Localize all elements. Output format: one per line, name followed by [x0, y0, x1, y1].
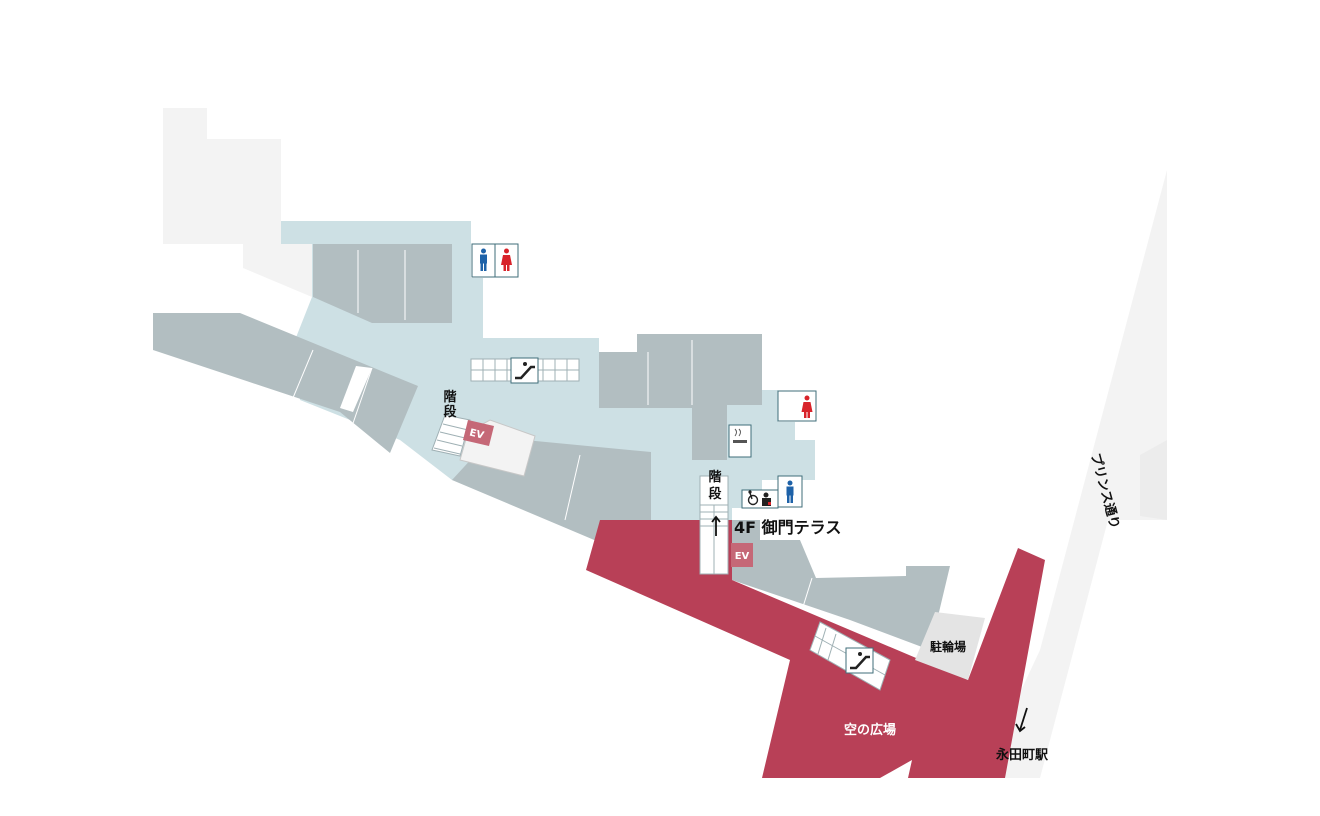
- outside-building-area: [163, 108, 312, 297]
- stairs-left-label: 段: [443, 404, 456, 420]
- parking-area: [915, 612, 985, 680]
- prince-street-road: [980, 170, 1167, 778]
- female-restroom-icon[interactable]: [777, 390, 817, 422]
- stairs-center-label: 階: [708, 469, 721, 485]
- stairs-left-graphic: [431, 414, 471, 457]
- male-restroom-icon: [786, 480, 794, 503]
- shop-block: [599, 334, 762, 408]
- smoking-area-icon[interactable]: [728, 424, 752, 458]
- shop-block: [692, 405, 727, 460]
- shop-block: [153, 313, 418, 453]
- accessible-restroom-group[interactable]: [741, 475, 803, 509]
- stairs-center-label: 段: [708, 486, 721, 502]
- void-area: [340, 366, 372, 412]
- stairs-center-graphic: [699, 475, 729, 575]
- escalator-icon: [510, 357, 539, 384]
- direction-arrow-icon: [1015, 707, 1028, 733]
- elevator-center[interactable]: EV: [731, 543, 753, 567]
- male-restroom-icon: [480, 248, 487, 271]
- bicycle-parking-label: 駐輪場: [930, 639, 966, 654]
- accessible-restroom-icon: [747, 492, 759, 506]
- shop-block: [732, 520, 950, 650]
- shop-block: [313, 244, 452, 323]
- floor-name-label: 4F 御門テラス: [734, 518, 841, 537]
- road-shoulder: [1140, 440, 1167, 520]
- ostomate-icon: [762, 492, 771, 506]
- female-restroom-icon: [501, 248, 512, 271]
- restroom-top[interactable]: [471, 243, 519, 278]
- sky-plaza-label: 空の広場: [844, 722, 896, 738]
- shop-dividers: [289, 250, 813, 611]
- stairs-left-label: 階: [443, 389, 456, 405]
- escalator-icon: [845, 647, 874, 674]
- elevator-left[interactable]: EV: [463, 420, 494, 446]
- elevator-center-label: EV: [735, 551, 750, 562]
- direction-arrow-icon: [711, 515, 721, 536]
- station-label: 永田町駅: [995, 747, 1049, 763]
- elevator-left-label: EV: [468, 427, 485, 441]
